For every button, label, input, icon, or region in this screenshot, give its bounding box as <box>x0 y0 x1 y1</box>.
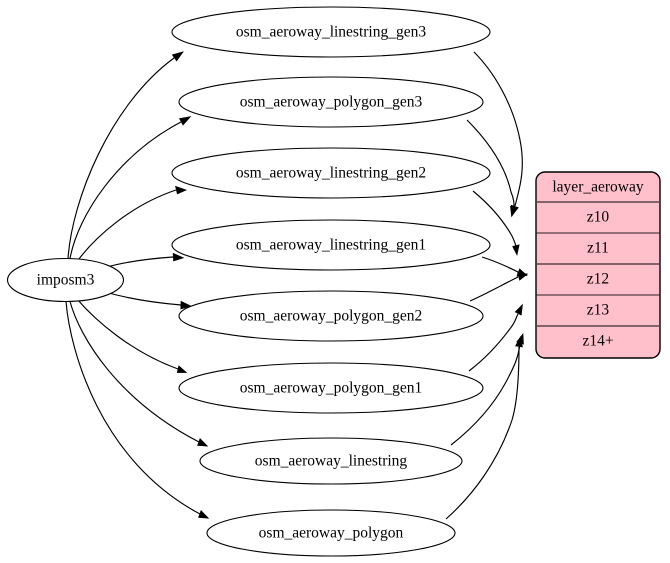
node-osm-aeroway-polygon-gen1[interactable]: osm_aeroway_polygon_gen1 <box>178 362 484 414</box>
node-osm-aeroway-linestring-gen2[interactable]: osm_aeroway_linestring_gen2 <box>171 147 491 199</box>
node-osm-aeroway-linestring-gen1-label: osm_aeroway_linestring_gen1 <box>236 237 426 254</box>
edge-imposm3-to-osm-aeroway-linestring-gen3 <box>67 51 184 259</box>
node-osm-aeroway-linestring[interactable]: osm_aeroway_linestring <box>199 437 463 485</box>
node-layer-aeroway-table[interactable]: layer_aeroway z10 z11 z12 z13 z14+ <box>535 171 661 359</box>
node-imposm3-label: imposm3 <box>37 272 95 289</box>
node-osm-aeroway-polygon-gen1-ellipse[interactable] <box>178 362 484 414</box>
node-osm-aeroway-polygon-gen2-ellipse[interactable] <box>178 290 484 342</box>
edge-osm-aeroway-polygon-gen2-to-z12 <box>469 272 529 302</box>
layer-aeroway-row-z11-label[interactable]: z11 <box>587 240 609 257</box>
node-osm-aeroway-linestring-gen3-ellipse[interactable] <box>171 6 491 58</box>
edge-imposm3-to-osm-aeroway-polygon-gen3 <box>69 116 192 259</box>
edge-osm-aeroway-linestring-gen2-to-z11 <box>472 190 520 256</box>
layer-aeroway-table-background[interactable] <box>535 171 661 359</box>
edge-group-tables-to-layer <box>445 51 529 520</box>
layer-aeroway-header-label: layer_aeroway <box>552 179 643 196</box>
node-osm-aeroway-polygon-gen3-label: osm_aeroway_polygon_gen3 <box>240 94 423 111</box>
node-osm-aeroway-polygon-gen2[interactable]: osm_aeroway_polygon_gen2 <box>178 290 484 342</box>
node-osm-aeroway-polygon-ellipse[interactable] <box>206 509 456 557</box>
edge-imposm3-to-osm-aeroway-linestring <box>69 301 209 447</box>
node-osm-aeroway-linestring-label: osm_aeroway_linestring <box>255 453 408 470</box>
node-osm-aeroway-polygon-gen2-label: osm_aeroway_polygon_gen2 <box>240 308 423 325</box>
node-imposm3-ellipse[interactable] <box>6 257 125 303</box>
layer-aeroway-row-z14-label[interactable]: z14+ <box>582 333 613 350</box>
edge-osm-aeroway-polygon-to-z14 <box>445 335 523 520</box>
edge-imposm3-to-osm-aeroway-linestring-gen1 <box>104 252 185 269</box>
node-osm-aeroway-linestring-gen1-ellipse[interactable] <box>171 219 491 271</box>
node-osm-aeroway-linestring-gen3[interactable]: osm_aeroway_linestring_gen3 <box>171 6 491 58</box>
edge-imposm3-to-osm-aeroway-linestring-gen2 <box>76 185 188 262</box>
edge-osm-aeroway-polygon-gen1-to-z13 <box>468 303 523 372</box>
node-osm-aeroway-polygon-gen3[interactable]: osm_aeroway_polygon_gen3 <box>178 76 484 128</box>
node-osm-aeroway-linestring-ellipse[interactable] <box>199 437 463 485</box>
node-osm-aeroway-polygon-label: osm_aeroway_polygon <box>259 525 404 542</box>
edge-imposm3-to-osm-aeroway-polygon-gen1 <box>76 298 188 373</box>
node-osm-aeroway-polygon-gen1-label: osm_aeroway_polygon_gen1 <box>240 380 423 397</box>
node-osm-aeroway-linestring-gen1[interactable]: osm_aeroway_linestring_gen1 <box>171 219 491 271</box>
node-osm-aeroway-linestring-gen2-label: osm_aeroway_linestring_gen2 <box>236 165 426 182</box>
edge-group-source-to-tables <box>65 51 210 519</box>
node-osm-aeroway-linestring-gen3-label: osm_aeroway_linestring_gen3 <box>236 24 427 41</box>
layer-aeroway-row-z13-label[interactable]: z13 <box>587 302 610 319</box>
edge-osm-aeroway-linestring-gen3-to-z10 <box>473 51 523 217</box>
node-osm-aeroway-linestring-gen2-ellipse[interactable] <box>171 147 491 199</box>
node-osm-aeroway-polygon[interactable]: osm_aeroway_polygon <box>206 509 456 557</box>
node-imposm3[interactable]: imposm3 <box>6 257 125 303</box>
node-osm-aeroway-polygon-gen3-ellipse[interactable] <box>178 76 484 128</box>
layer-aeroway-row-z12-label[interactable]: z12 <box>587 271 609 288</box>
edge-imposm3-to-osm-aeroway-polygon <box>65 301 210 519</box>
edge-osm-aeroway-polygon-gen3-to-z10 <box>466 119 518 218</box>
edge-imposm3-to-osm-aeroway-polygon-gen2 <box>106 291 193 310</box>
layer-aeroway-row-z10-label[interactable]: z10 <box>587 209 610 226</box>
